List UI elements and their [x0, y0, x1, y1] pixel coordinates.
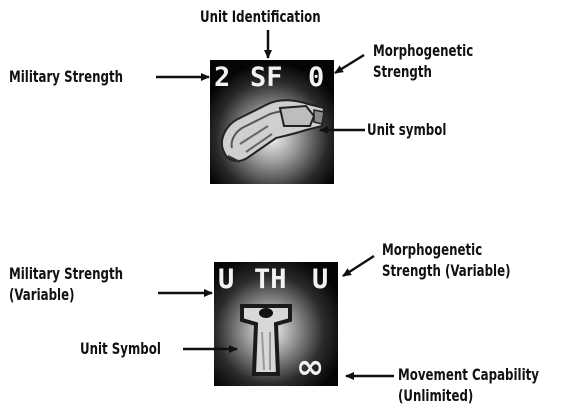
movement-infinity-value: ∞ [296, 347, 325, 386]
morphogenetic-strength-value: U [312, 264, 329, 295]
military-strength-label: Military Strength [9, 67, 123, 86]
counter-background [210, 60, 334, 184]
starship-icon [221, 99, 326, 163]
unit-id-value: SF [250, 62, 283, 93]
tower-symbol-icon [240, 304, 292, 376]
counter-background [214, 262, 338, 386]
morphogenetic-strength-variable-label: Morphogenetic Strength (Variable) [382, 240, 511, 280]
military-strength-value: 2 [214, 62, 231, 93]
morphogenetic-strength-label: Morphogenetic Strength [373, 41, 474, 81]
unit-counter-starship: 2 SF 0 [210, 60, 334, 184]
military-strength-value: U [218, 264, 235, 295]
unit-symbol-label: Unit symbol [367, 120, 447, 139]
movement-capability-label: Movement Capability (Unlimited) [398, 365, 539, 405]
unit-id-value: TH [254, 264, 287, 295]
unit-counter-tower: U TH U ∞ [214, 262, 338, 386]
unit-symbol-variable-label: Unit Symbol [80, 339, 161, 358]
morphogenetic-strength-value: 0 [308, 62, 325, 93]
unit-identification-label: Unit Identification [200, 7, 321, 26]
military-strength-variable-label: Military Strength (Variable) [9, 264, 123, 304]
arrow-morphogenetic-strength [334, 53, 365, 75]
arrow-morphogenetic-strength-variable [342, 254, 375, 278]
